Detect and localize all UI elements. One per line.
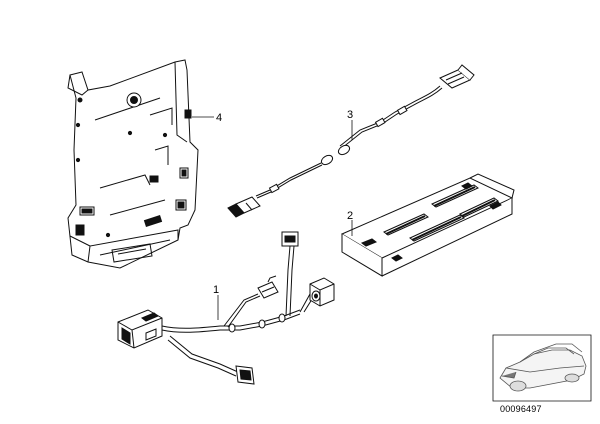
- cable-part-3: [228, 65, 474, 217]
- callout-4: 4: [216, 112, 222, 124]
- car-silhouette-icon: [500, 344, 586, 391]
- callout-1: 1: [213, 284, 219, 296]
- callout-2: 2: [347, 210, 353, 222]
- bracket-part-4: [68, 60, 198, 268]
- reference-number: 00096497: [500, 404, 542, 414]
- vehicle-thumbnail: [493, 335, 591, 401]
- module-part-2: [342, 174, 514, 276]
- harness-part-1: [118, 232, 334, 384]
- callout-3: 3: [347, 109, 353, 121]
